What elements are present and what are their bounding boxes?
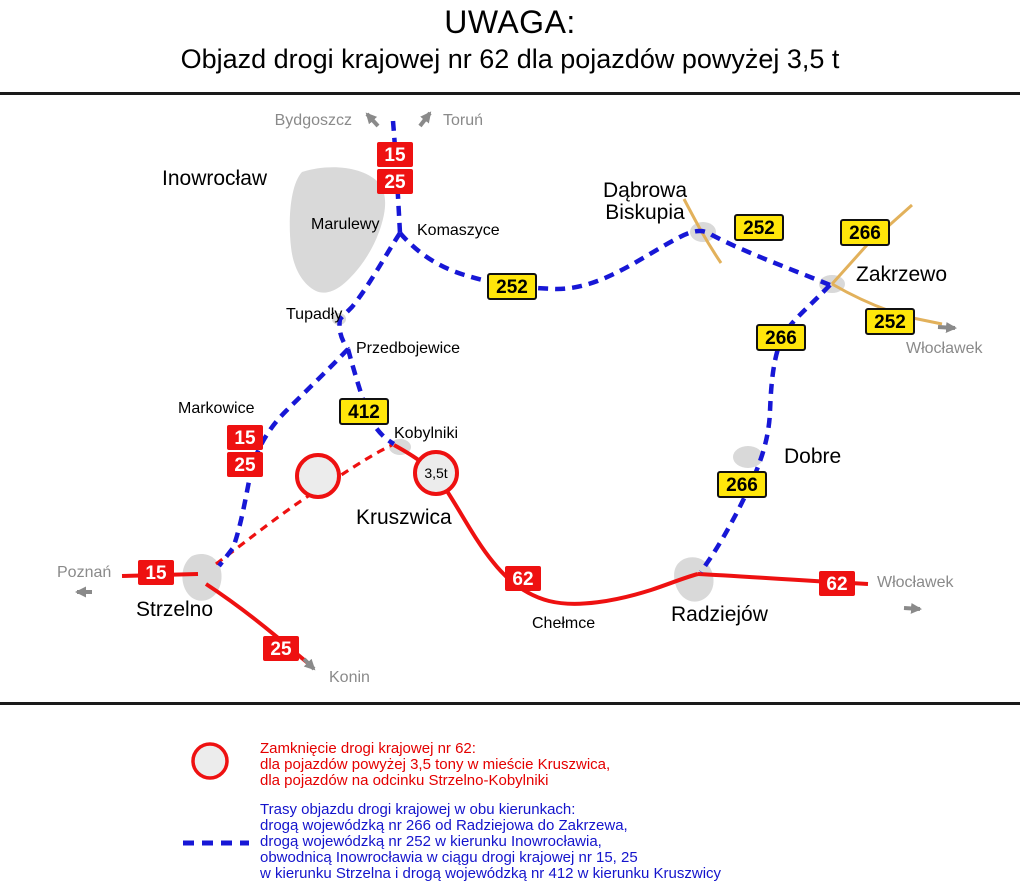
svg-text:266: 266 [765,328,797,349]
direction-label-torun: Toruń [443,112,483,129]
legend-detour-text: Trasy objazdu drogi krajowej w obu kieru… [260,802,721,882]
restriction-sign-label: 3,5t [424,465,447,481]
city-label-tupadly: Tupadły [286,306,342,323]
road-badge-266-dobre: 266 [717,471,767,498]
city-label-zakrzewo: Zakrzewo [856,263,947,286]
road-badge-252-dabrowa: 252 [734,214,784,241]
road-badge-62-chelmce: 62 [505,566,541,591]
detour-412-przedbojewice-kobylniki [345,348,396,446]
road-badge-25-markowice: 25 [227,452,263,477]
svg-text:25: 25 [270,639,292,660]
city-label-biskupia: Biskupia [605,201,685,224]
closure-marker-strzelno-kobylniki [295,453,341,499]
detour-252-komaszyce-zakrzewo [398,228,831,292]
urban-area-inowroclaw [289,167,386,293]
detour-komaszyce-przedbojewice [337,231,402,351]
svg-text:15: 15 [145,563,167,584]
legend-closure-line: dla pojazdów powyżej 3,5 tony w mieście … [260,756,611,773]
direction-labels: Bydgoszcz Toruń Włocławek Poznań Konin W… [57,112,983,686]
svg-text:25: 25 [384,172,406,193]
road-badge-62-radziejow-east: 62 [819,571,855,596]
urban-area-strzelno [182,554,222,601]
road-badge-266-zakrzewo-north: 266 [840,219,890,246]
svg-text:252: 252 [874,312,906,333]
city-label-dabrowa: Dąbrowa [603,179,687,202]
road-62-closed-strzelno-kobylniki [215,443,393,566]
wloclawek-northeast-arrow-icon [937,321,957,333]
road-badges: 15 25 252 252 266 252 [138,142,915,661]
road-badge-412-kobylniki: 412 [339,398,389,425]
legend-closure-line: dla pojazdów na odcinku Strzelno-Kobylni… [260,772,549,789]
legend-closure-line: Zamknięcie drogi krajowej nr 62: [260,740,476,757]
road-badge-252-komaszyce: 252 [487,273,537,300]
direction-arrows [75,111,957,671]
minor-roads [682,198,943,326]
direction-label-konin: Konin [329,669,370,686]
city-label-marulewy: Marulewy [311,216,379,233]
svg-text:252: 252 [496,277,528,298]
bydgoszcz-arrow-icon [365,112,380,128]
road-badge-15-markowice: 15 [227,425,263,450]
legend-closure-text: Zamknięcie drogi krajowej nr 62: dla poj… [260,741,610,789]
city-label-komaszyce: Komaszyce [417,222,500,239]
city-label-inowroclaw: Inowrocław [162,167,268,190]
legend-detour-line: obwodnicą Inowrocławia w ciągu drogi kra… [260,849,638,866]
road-badge-252-zakrzewo-east: 252 [865,308,915,335]
svg-text:252: 252 [743,218,775,239]
svg-text:412: 412 [348,402,380,423]
closure-symbol-icon [191,742,229,780]
svg-text:62: 62 [512,569,533,590]
direction-label-wloclawek-northeast: Włocławek [906,340,983,357]
legend-detour-line: Trasy objazdu drogi krajowej w obu kieru… [260,801,576,818]
road-badge-266-zakrzewo-south: 266 [756,324,806,351]
city-label-strzelno: Strzelno [136,598,213,621]
svg-text:15: 15 [234,428,256,449]
svg-text:266: 266 [849,223,881,244]
direction-label-poznan: Poznań [57,564,111,581]
city-label-chelmce: Chełmce [532,615,595,632]
road-badge-25-inowroclaw-bypass: 25 [377,169,413,194]
legend-detour-line: drogą wojewódzką nr 252 w kierunku Inowr… [260,833,602,850]
road-badge-15-inowroclaw-bypass: 15 [377,142,413,167]
detour-map: 3,5t 15 25 252 252 266 [57,111,983,686]
city-label-radziejow: Radziejów [671,603,769,626]
svg-text:25: 25 [234,455,256,476]
city-label-kobylniki: Kobylniki [394,425,458,442]
urban-area-dobre [733,446,763,468]
wloclawek-southeast-arrow-icon [903,602,922,614]
page-title: UWAGA: [444,4,576,40]
city-label-kruszwica: Kruszwica [356,506,452,529]
urban-area-radziejow [674,557,714,602]
road-badge-15-strzelno-west: 15 [138,560,174,585]
legend-detour-line: drogą wojewódzką nr 266 od Radziejowa do… [260,817,628,834]
detour-przedbojewice-strzelno [217,347,350,568]
detour-symbol-icon [183,840,249,846]
konin-arrow-icon [302,657,316,671]
closure-markers: 3,5t [295,450,459,499]
legend: Zamknięcie drogi krajowej nr 62: dla poj… [0,702,1020,888]
closure-marker-kruszwica [413,450,459,496]
city-label-przedbojewice: Przedbojewice [356,340,460,357]
direction-label-bydgoszcz: Bydgoszcz [275,112,352,129]
svg-text:15: 15 [384,145,406,166]
page-subtitle: Objazd drogi krajowej nr 62 dla pojazdów… [180,44,840,74]
direction-label-wloclawek-southeast: Włocławek [877,574,954,591]
header: UWAGA: Objazd drogi krajowej nr 62 dla p… [0,0,1020,95]
city-label-dobre: Dobre [784,445,841,468]
torun-arrow-icon [418,111,432,128]
svg-text:266: 266 [726,475,758,496]
city-label-markowice: Markowice [178,400,255,417]
road-badge-25-strzelno-konin: 25 [263,636,299,661]
legend-detour-line: w kierunku Strzelna i drogą wojewódzką n… [260,865,722,882]
svg-text:62: 62 [826,574,847,595]
city-labels: Inowrocław Marulewy Komaszyce Dąbrowa Bi… [136,167,947,632]
